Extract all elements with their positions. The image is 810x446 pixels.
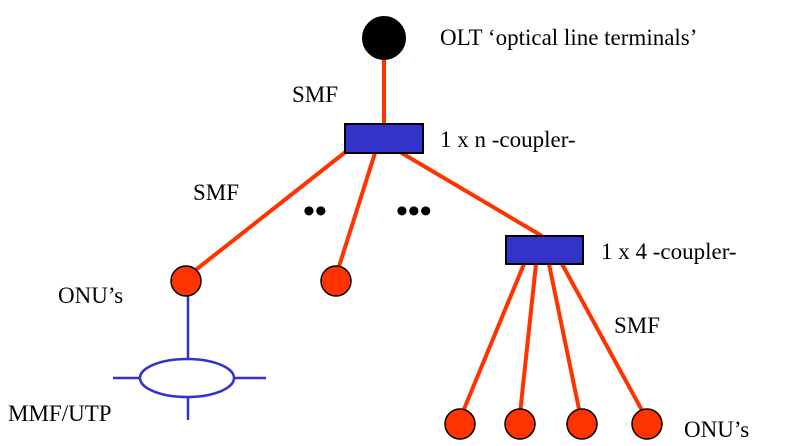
fiber-coupler-to-coupler-1x4 [398, 150, 544, 238]
smf-label-top: SMF [292, 82, 338, 107]
smf-label-left: SMF [193, 180, 239, 205]
onu-bottom-2 [504, 408, 536, 440]
dots-three: ••• [396, 193, 432, 230]
smf-label-right: SMF [614, 313, 660, 338]
onu-left [170, 265, 202, 297]
coupler-1x4-label: 1 x 4 -coupler- [601, 239, 737, 264]
fiber-1x4-to-onu-3 [547, 263, 582, 415]
olt-node [362, 16, 406, 60]
mmf-utp-label: MMF/UTP [8, 401, 112, 426]
dots-two: •• [303, 193, 327, 230]
fiber-coupler-to-onu-middle [334, 152, 377, 277]
coupler-1xn [344, 123, 424, 154]
olt-label: OLT ‘optical line terminals’ [440, 25, 697, 50]
onu-middle [320, 265, 352, 297]
onu-bottom-1 [444, 408, 476, 440]
coupler-1x4 [505, 235, 584, 265]
fiber-1x4-to-onu-1 [460, 263, 526, 415]
fiber-1x4-to-onu-4 [560, 263, 646, 415]
coupler-1xn-label: 1 x n -coupler- [440, 127, 576, 152]
lan-ring [138, 357, 236, 399]
fiber-coupler-to-onu-left [186, 148, 350, 278]
onu-bottom-4 [631, 408, 663, 440]
fiber-1x4-to-onu-2 [518, 263, 538, 415]
onu-label-left: ONU’s [58, 283, 123, 308]
onu-bottom-3 [566, 408, 598, 440]
onu-label-bottom: ONU’s [684, 417, 749, 442]
